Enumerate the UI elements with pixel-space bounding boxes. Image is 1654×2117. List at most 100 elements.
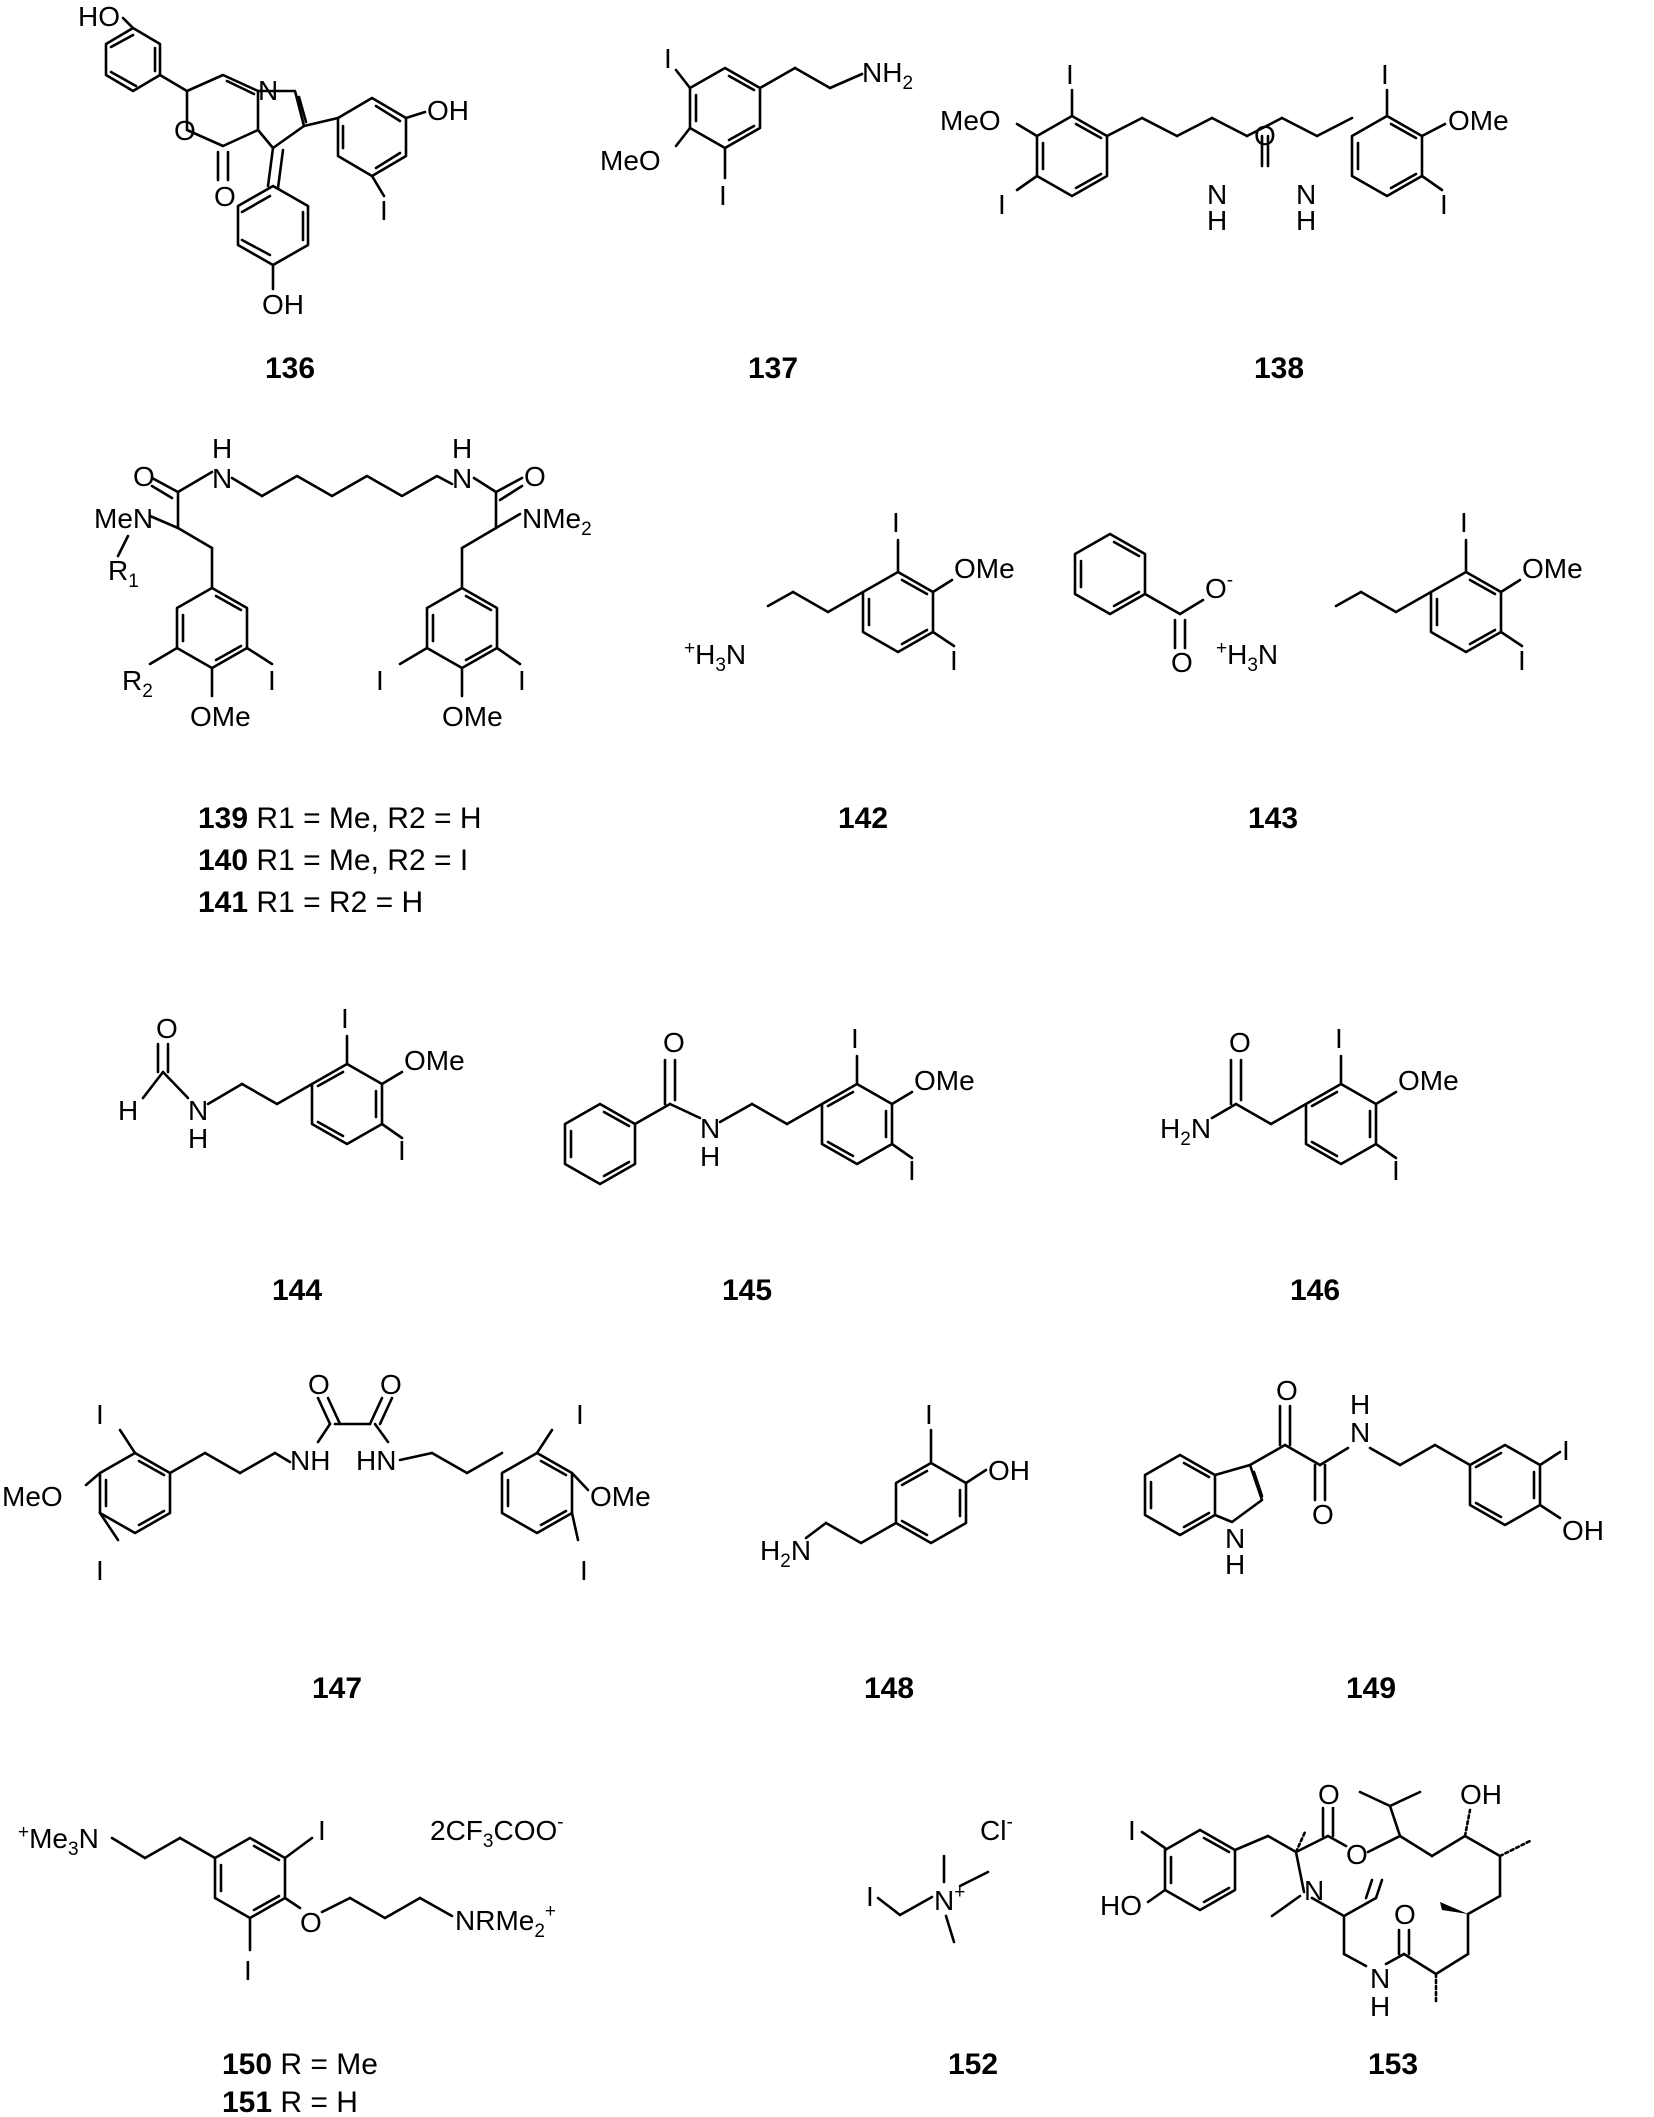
atom-i-150b: I <box>244 1955 252 1986</box>
atom-ome-146: OMe <box>1398 1065 1459 1096</box>
atom-n-136: N <box>258 75 278 106</box>
label-144: 144 <box>272 1274 322 1307</box>
atom-i-138b: I <box>998 189 1006 220</box>
atom-i-147a: I <box>96 1399 104 1430</box>
structure-153: I HO O O OH O N H <box>1100 1779 1534 2022</box>
atom-oh-136c: OH <box>262 289 304 320</box>
atom-i-152: I <box>866 1881 874 1912</box>
atom-h-144: H <box>118 1095 138 1126</box>
atom-men-139: MeN <box>94 503 153 534</box>
atom-r1-139: R1 <box>108 555 139 592</box>
label-152: 152 <box>948 2048 998 2081</box>
structure-138: MeO I I H N O N H I OMe I <box>940 59 1509 236</box>
atom-r2-139: R2 <box>122 665 153 702</box>
atom-i-136: I <box>380 195 388 226</box>
atom-oh-149: OH <box>1562 1515 1604 1546</box>
atom-i-146b: I <box>1392 1155 1400 1186</box>
label-143: 143 <box>1248 802 1298 835</box>
atom-i-138a: I <box>1066 59 1074 90</box>
atom-i-142a: I <box>892 507 900 538</box>
atom-o-153c: O <box>1394 1899 1416 1930</box>
structure-150-151: +Me3N I I O NRMe2+ 2CF3COO- <box>18 1812 564 1986</box>
structure-139-141: O H N H N O MeN R1 I R2 OMe NMe2 I I <box>94 433 592 732</box>
wedge-bond-153 <box>1440 1902 1468 1914</box>
structure-143: O- O I OMe I +H3N <box>1073 507 1583 678</box>
label-136: 136 <box>265 352 315 385</box>
atom-o-143: O <box>1171 647 1193 678</box>
atom-hn-147b: HN <box>356 1445 396 1476</box>
structure-148: I OH H2N <box>760 1399 1030 1572</box>
atom-o-136b: O <box>214 181 236 212</box>
atom-nh-149-h: H <box>1225 1549 1245 1580</box>
atom-o-136a: O <box>174 115 196 146</box>
atom-ome-144: OMe <box>404 1045 465 1076</box>
label-146: 146 <box>1290 1274 1340 1307</box>
atom-nh-149b: N <box>1350 1417 1370 1448</box>
atom-oh-136b: OH <box>427 95 469 126</box>
atom-n-153a: N <box>1370 1963 1390 1994</box>
atom-o-minus-143: O- <box>1205 570 1233 604</box>
structure-146: O H2N I OMe I <box>1160 1023 1459 1186</box>
atom-n-145-h: H <box>700 1141 720 1172</box>
atom-i-148: I <box>925 1399 933 1430</box>
atom-i-145b: I <box>908 1155 916 1186</box>
structure-142: I OMe I +H3N <box>684 507 1015 676</box>
atom-ome-138: OMe <box>1448 105 1509 136</box>
label-148: 148 <box>864 1672 914 1705</box>
atom-o-144: O <box>156 1013 178 1044</box>
label-149: 149 <box>1346 1672 1396 1705</box>
atom-n-138a-n: N <box>1207 179 1227 210</box>
atom-h3n-143: +H3N <box>1216 638 1278 676</box>
atom-n-145: N <box>700 1113 720 1144</box>
atom-i-139a: I <box>268 665 276 696</box>
label-151: 151 R = H <box>222 2086 358 2117</box>
atom-nplus-152: N+ <box>934 1882 965 1916</box>
atom-oh-136a: HO <box>78 1 120 32</box>
atom-n-144: N <box>188 1095 208 1126</box>
label-138: 138 <box>1254 352 1304 385</box>
atom-o-138: O <box>1254 120 1276 151</box>
atom-i-145a: I <box>851 1023 859 1054</box>
atom-i-139c: I <box>376 665 384 696</box>
atom-n-153b: N <box>1304 1875 1324 1906</box>
label-140: 140 R1 = Me, R2 = I <box>198 844 468 877</box>
atom-tfa-150: 2CF3COO- <box>430 1812 564 1852</box>
atom-nh-139b-n: N <box>452 463 472 494</box>
atom-i-147c: I <box>576 1399 584 1430</box>
atom-ho-153: HO <box>1100 1890 1142 1921</box>
atom-n-138a: H <box>1207 205 1227 236</box>
structure-144: O H N H I OMe I <box>118 1003 465 1166</box>
atom-h2n-148: H2N <box>760 1535 811 1572</box>
atom-i-138c: I <box>1381 59 1389 90</box>
label-141: 141 R1 = R2 = H <box>198 886 423 919</box>
atom-i-146a: I <box>1335 1023 1343 1054</box>
atom-i-144b: I <box>398 1135 406 1166</box>
structure-152: I N+ Cl- <box>866 1812 1013 1944</box>
atom-o-146: O <box>1229 1027 1251 1058</box>
label-147: 147 <box>312 1672 362 1705</box>
atom-meo-138: MeO <box>940 105 1001 136</box>
atom-o-147b: O <box>380 1369 402 1400</box>
atom-i-144a: I <box>341 1003 349 1034</box>
atom-nh-149b-h: H <box>1350 1389 1370 1420</box>
atom-i-143b: I <box>1518 645 1526 676</box>
atom-o-139b: O <box>524 461 546 492</box>
atom-h3n-142: +H3N <box>684 638 746 676</box>
atom-h2n-146: H2N <box>1160 1113 1211 1150</box>
label-153: 153 <box>1368 2048 1418 2081</box>
atom-i-147d: I <box>580 1555 588 1586</box>
atom-ome-139a: OMe <box>190 701 251 732</box>
atom-n-138b-h: H <box>1296 205 1316 236</box>
atom-o-153b: O <box>1346 1839 1368 1870</box>
structure-149: N H O O H N I OH <box>1143 1375 1604 1580</box>
atom-i-149: I <box>1562 1435 1570 1466</box>
atom-o-139a: O <box>133 461 155 492</box>
atom-i-138d: I <box>1440 189 1448 220</box>
atom-nh-147a: NH <box>290 1445 330 1476</box>
atom-i-143a: I <box>1460 507 1468 538</box>
atom-o-150: O <box>300 1907 322 1938</box>
atom-ome-147: OMe <box>590 1481 651 1512</box>
atom-nh2-137: NH2 <box>862 57 913 94</box>
atom-i-153: I <box>1128 1815 1136 1846</box>
